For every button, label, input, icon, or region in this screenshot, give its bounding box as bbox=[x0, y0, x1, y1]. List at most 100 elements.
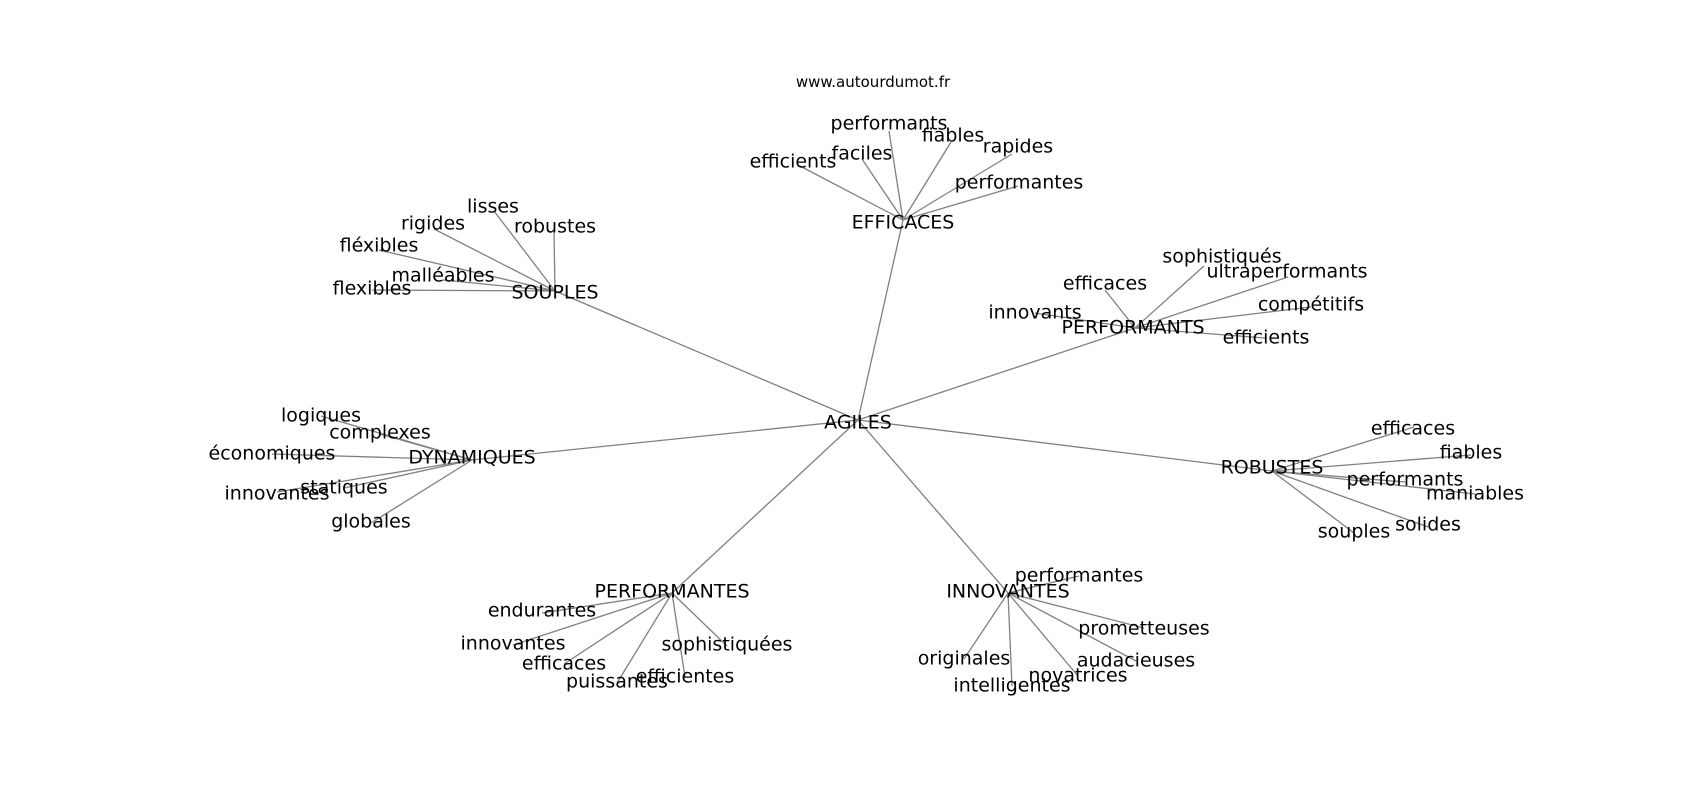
leaf-node-performantes-efficientes: efficientes bbox=[636, 666, 735, 688]
leaf-node-performants-innovants: innovants bbox=[988, 302, 1081, 324]
group-node-performantes: PERFORMANTES bbox=[594, 581, 749, 603]
edge-innovantes-prometteuses bbox=[1007, 592, 1145, 629]
edge-dynamiques-economiques bbox=[271, 453, 473, 461]
leaf-node-robustes-efficaces: efficaces bbox=[1371, 418, 1455, 440]
edge-innovantes-novatrices bbox=[1007, 592, 1079, 677]
edge-performantes-puissantes bbox=[616, 592, 673, 684]
leaf-node-dynamiques-statiques: statiques bbox=[300, 477, 387, 499]
edge-dynamiques-statiques bbox=[343, 459, 473, 489]
edge-souples-flexibles bbox=[371, 289, 556, 292]
edge-performantes-innovantes bbox=[512, 592, 673, 646]
leaf-node-efficaces-faciles: faciles bbox=[832, 143, 893, 165]
leaf-node-dynamiques-logiques: logiques bbox=[281, 405, 361, 427]
leaf-node-souples-flexibles-accent: fléxibles bbox=[340, 235, 419, 257]
edge-performantes-sophistiquees bbox=[671, 592, 728, 647]
leaf-node-performantes-puissantes: puissantes bbox=[566, 671, 668, 693]
edge-root-innovantes bbox=[857, 419, 1009, 594]
edge-efficaces-faciles bbox=[861, 158, 904, 221]
edge-performantes-efficaces bbox=[563, 592, 673, 665]
edge-performants-competitifs bbox=[1134, 306, 1312, 329]
leaf-node-performants-efficaces: efficaces bbox=[1063, 273, 1147, 295]
edge-innovantes-intelligentes bbox=[1007, 592, 1013, 687]
edge-root-performantes bbox=[671, 419, 859, 594]
edge-souples-lisses bbox=[493, 210, 556, 292]
group-node-dynamiques: DYNAMIQUES bbox=[408, 447, 535, 469]
leaf-node-robustes-solides: solides bbox=[1395, 514, 1461, 536]
leaf-node-performantes-endurantes: endurantes bbox=[488, 600, 596, 622]
leaf-node-efficaces-fiables: fiables bbox=[922, 125, 985, 147]
leaf-node-efficaces-performantes: performantes bbox=[955, 172, 1084, 194]
group-node-robustes: ROBUSTES bbox=[1221, 457, 1324, 479]
group-node-efficaces: EFFICACES bbox=[852, 212, 955, 234]
site-label: www.autourdumot.fr bbox=[796, 73, 951, 91]
leaf-node-performants-efficients: efficients bbox=[1223, 327, 1310, 349]
edge-robustes-fiables bbox=[1271, 454, 1472, 472]
leaf-node-souples-rigides: rigides bbox=[401, 213, 465, 235]
leaf-node-dynamiques-economiques: économiques bbox=[209, 443, 336, 465]
edge-innovantes-audacieuses bbox=[1007, 592, 1137, 662]
leaf-node-dynamiques-globales: globales bbox=[331, 511, 411, 533]
leaf-node-efficaces-performants: performants bbox=[831, 113, 948, 135]
group-node-innovantes: INNOVANTES bbox=[946, 581, 1069, 603]
leaf-node-souples-malleables: malléables bbox=[392, 265, 495, 287]
leaf-node-robustes-maniables: maniables bbox=[1426, 483, 1524, 505]
leaf-node-innovantes-audacieuses: audacieuses bbox=[1077, 650, 1195, 672]
leaf-node-robustes-souples: souples bbox=[1318, 521, 1391, 543]
leaf-node-performants-competitifs: compétitifs bbox=[1258, 294, 1364, 316]
leaf-node-dynamiques-complexes: complexes bbox=[329, 422, 431, 444]
graph-edges bbox=[271, 130, 1476, 687]
leaf-node-innovantes-originales: originales bbox=[918, 648, 1011, 670]
edge-root-souples bbox=[554, 290, 859, 421]
leaf-node-souples-lisses: lisses bbox=[467, 196, 519, 218]
edge-efficaces-fiables bbox=[902, 141, 952, 221]
root-node-label: AGILES bbox=[824, 412, 892, 434]
edge-root-robustes bbox=[857, 419, 1273, 472]
leaf-node-efficaces-rapides: rapides bbox=[983, 136, 1053, 158]
leaf-node-innovantes-novatrices: novatrices bbox=[1028, 665, 1127, 687]
edge-robustes-solides bbox=[1271, 470, 1429, 528]
leaf-node-performants-sophistiques: sophistiqués bbox=[1162, 246, 1281, 268]
leaf-node-performantes-sophistiquees: sophistiquées bbox=[662, 634, 793, 656]
edge-dynamiques-innovantes bbox=[276, 459, 473, 493]
edge-root-dynamiques bbox=[471, 419, 859, 461]
edge-dynamiques-complexes bbox=[379, 433, 473, 461]
edge-performants-sophistiques bbox=[1134, 265, 1205, 329]
group-node-performants: PERFORMANTS bbox=[1061, 317, 1204, 339]
leaf-node-performantes-innovantes: innovantes bbox=[461, 633, 566, 655]
edge-performants-innovants bbox=[1034, 312, 1136, 329]
edge-performants-efficients bbox=[1134, 327, 1266, 339]
edge-souples-malleables bbox=[442, 279, 556, 292]
edge-efficaces-performantes bbox=[902, 185, 1019, 221]
edge-efficaces-efficients bbox=[799, 165, 904, 221]
graph-labels: AGILESEFFICACESefficientsfacilesperforma… bbox=[209, 113, 1524, 697]
leaf-node-performantes-efficaces: efficaces bbox=[522, 653, 606, 675]
edge-performants-ultraperformants bbox=[1134, 276, 1289, 329]
leaf-node-innovantes-performantes: performantes bbox=[1015, 565, 1144, 587]
leaf-node-robustes-fiables: fiables bbox=[1440, 442, 1503, 464]
leaf-node-souples-flexibles: flexibles bbox=[333, 278, 412, 300]
edge-robustes-efficaces bbox=[1271, 426, 1415, 472]
edge-efficaces-performants bbox=[888, 130, 904, 221]
edge-performantes-endurantes bbox=[541, 592, 673, 614]
group-node-souples: SOUPLES bbox=[511, 282, 598, 304]
edge-robustes-souples bbox=[1271, 470, 1355, 534]
edge-root-performants bbox=[857, 327, 1136, 421]
edge-souples-rigides bbox=[433, 228, 556, 292]
leaf-node-robustes-performants: performants bbox=[1347, 469, 1464, 491]
edge-dynamiques-globales bbox=[370, 459, 473, 524]
edge-efficaces-rapides bbox=[902, 153, 1013, 221]
edge-root-efficaces bbox=[857, 219, 904, 421]
edge-souples-flexibles-accent bbox=[378, 249, 556, 292]
leaf-node-innovantes-intelligentes: intelligentes bbox=[953, 675, 1070, 697]
edge-souples-robustes bbox=[553, 231, 556, 292]
edge-innovantes-originales bbox=[963, 592, 1009, 660]
leaf-node-innovantes-prometteuses: prometteuses bbox=[1078, 618, 1209, 640]
edge-innovantes-performantes bbox=[1007, 575, 1080, 594]
edge-performants-efficaces bbox=[1104, 289, 1136, 329]
leaf-node-performants-ultraperformants: ultraperformants bbox=[1206, 261, 1367, 283]
edge-performantes-efficientes bbox=[671, 592, 686, 678]
leaf-node-dynamiques-innovantes: innovantes bbox=[225, 483, 330, 505]
leaf-node-efficaces-efficients: efficients bbox=[750, 151, 837, 173]
leaf-node-souples-robustes: robustes bbox=[514, 216, 596, 238]
